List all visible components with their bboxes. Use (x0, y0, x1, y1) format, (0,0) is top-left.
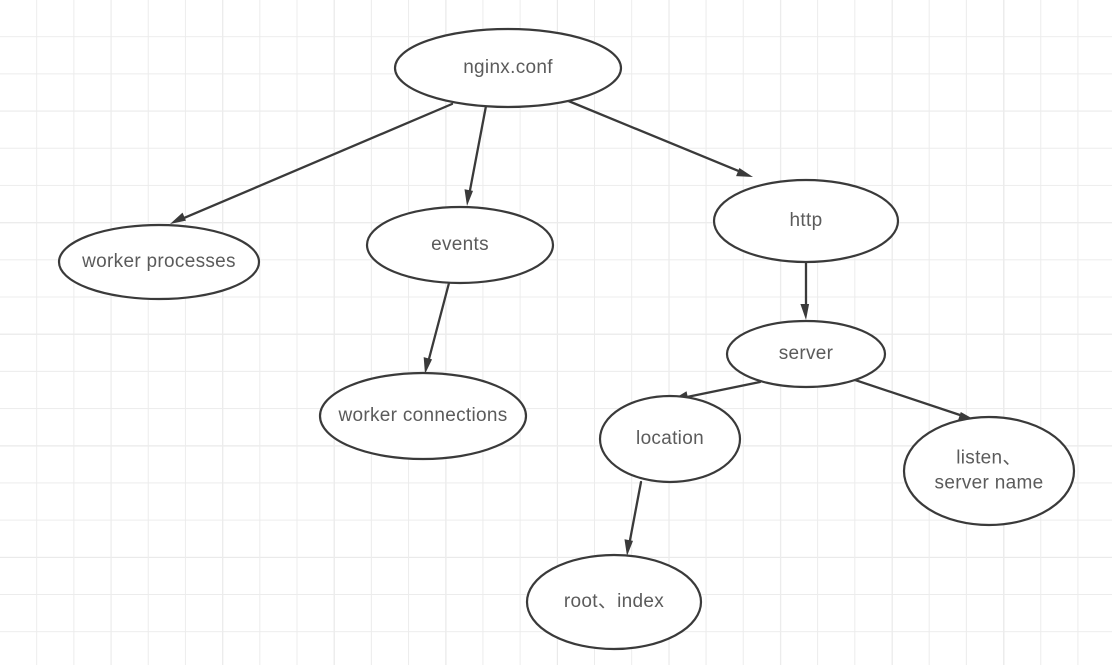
edge-line (627, 480, 643, 546)
node-worker-connections[interactable]: worker connections (318, 371, 528, 461)
node-label-root-index: root、index (564, 591, 664, 612)
node-nginx-conf[interactable]: nginx.conf (393, 27, 623, 109)
edge-line (564, 98, 744, 174)
node-label-server: server (779, 343, 834, 364)
arrow-head-icon (423, 357, 433, 374)
node-shape-ellipse[interactable] (525, 553, 703, 651)
edge-nginx-conf-to-events (464, 104, 488, 206)
node-label-worker-processes: worker processes (81, 251, 236, 272)
node-shape-ellipse[interactable] (318, 371, 528, 461)
node-http[interactable]: http (712, 178, 900, 264)
edge-line (850, 377, 966, 418)
node-events[interactable]: events (365, 205, 555, 285)
node-label-worker-connections: worker connections (337, 405, 507, 426)
arrow-head-icon (624, 539, 634, 556)
edge-nginx-conf-to-http (564, 98, 753, 177)
node-server[interactable]: server (725, 319, 887, 389)
node-label-listen-server-name: server name (935, 473, 1044, 494)
edge-line (426, 281, 451, 365)
node-location[interactable]: location (598, 394, 742, 484)
edge-server-to-listen-server-name (850, 377, 975, 421)
node-shape-ellipse[interactable] (393, 27, 623, 109)
edge-http-to-server (800, 260, 810, 320)
node-root-index[interactable]: root、index (525, 553, 703, 651)
arrow-head-icon (170, 212, 186, 224)
arrow-head-icon (800, 304, 810, 320)
node-worker-processes[interactable]: worker processes (57, 223, 261, 301)
edge-nginx-conf-to-worker-processes (170, 102, 454, 224)
edge-line (179, 102, 454, 221)
node-label-http: http (790, 210, 823, 231)
node-label-location: location (636, 428, 704, 449)
node-shape-ellipse[interactable] (57, 223, 261, 301)
node-shape-ellipse[interactable] (902, 415, 1076, 527)
node-label-events: events (431, 234, 489, 255)
node-shape-ellipse[interactable] (712, 178, 900, 264)
node-listen-server-name[interactable]: listen、 server name (902, 415, 1076, 527)
node-shape-ellipse[interactable] (365, 205, 555, 285)
edge-location-to-root-index (624, 480, 643, 556)
arrow-head-icon (736, 168, 753, 177)
edge-events-to-worker-connections (423, 281, 451, 374)
arrow-head-icon (464, 189, 474, 206)
node-shape-ellipse[interactable] (598, 394, 742, 484)
node-label-nginx-conf: nginx.conf (463, 57, 553, 78)
node-label-listen-server-name: listen、 (956, 448, 1021, 469)
nodes-layer: nginx.conf worker processes events http work… (57, 27, 1076, 651)
node-shape-ellipse[interactable] (725, 319, 887, 389)
edge-line (468, 104, 488, 196)
edge-line (682, 380, 762, 399)
